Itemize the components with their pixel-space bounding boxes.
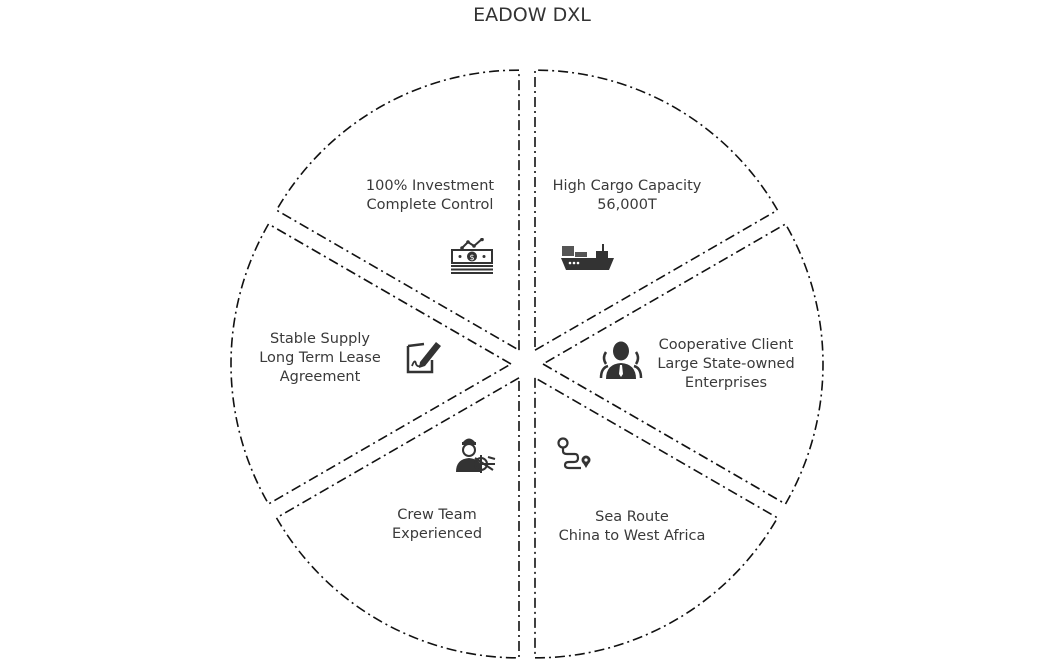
segment-crew bbox=[275, 376, 520, 659]
label-line: Experienced bbox=[391, 526, 483, 542]
label-line: Sea Route bbox=[595, 509, 669, 525]
label-line: Enterprises bbox=[684, 375, 768, 391]
segment-label-supply: Stable Supply Long Term Lease Agreement bbox=[259, 330, 381, 387]
money-growth-icon: $ bbox=[451, 238, 493, 274]
label-line: Stable Supply bbox=[270, 331, 370, 347]
label-line: Large State-owned bbox=[657, 356, 795, 372]
segment-label-route: Sea Route China to West Africa bbox=[559, 508, 706, 546]
label-line: Complete Control bbox=[366, 197, 494, 213]
label-line: China to West Africa bbox=[558, 528, 706, 544]
segment-label-crew: Crew Team Experienced bbox=[392, 506, 482, 544]
segment-label-client: Cooperative Client Large State-owned Ent… bbox=[657, 336, 794, 393]
segment-investment bbox=[275, 69, 520, 352]
label-line: High Cargo Capacity bbox=[552, 178, 702, 194]
label-line: Agreement bbox=[279, 369, 361, 385]
segment-label-investment: 100% Investment Complete Control bbox=[366, 177, 494, 215]
business-people-icon bbox=[599, 341, 643, 379]
label-line: Crew Team bbox=[397, 507, 477, 523]
label-line: 56,000T bbox=[597, 197, 657, 213]
label-line: 100% Investment bbox=[365, 178, 495, 194]
captain-icon bbox=[456, 438, 496, 473]
route-icon bbox=[557, 437, 591, 470]
segment-supply bbox=[230, 222, 513, 506]
label-line: Long Term Lease bbox=[259, 350, 381, 366]
cargo-ship-icon bbox=[561, 244, 614, 270]
svg-text:$: $ bbox=[469, 253, 474, 262]
label-line: Cooperative Client bbox=[658, 337, 794, 353]
segment-cargo bbox=[534, 69, 779, 352]
segment-client bbox=[541, 222, 824, 506]
segment-label-cargo: High Cargo Capacity 56,000T bbox=[553, 177, 702, 215]
segment-route bbox=[534, 376, 779, 659]
diagram-title: EADOW DXL bbox=[473, 4, 591, 26]
signed-contract-icon bbox=[406, 342, 441, 374]
